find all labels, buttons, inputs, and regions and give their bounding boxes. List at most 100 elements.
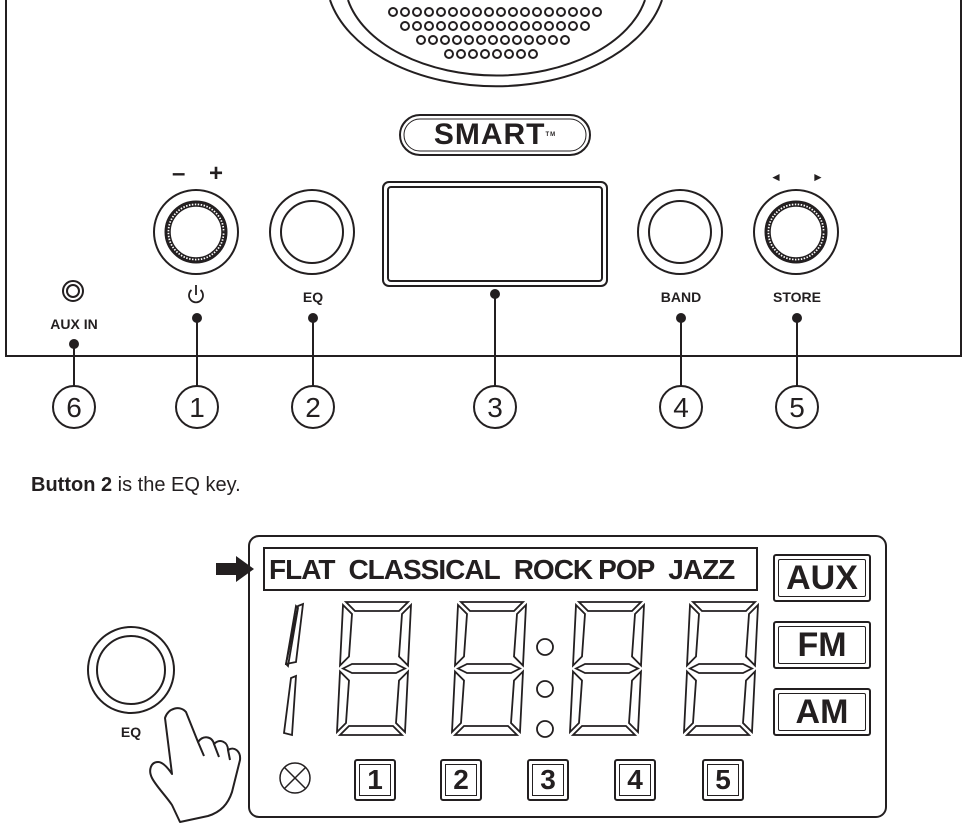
preset-1-box: 1	[354, 759, 396, 801]
grille-hole	[516, 49, 526, 59]
segment-lower-left	[568, 669, 583, 735]
grille-hole	[448, 7, 458, 17]
segment-middle	[573, 663, 641, 674]
pressing-hand-icon	[149, 707, 242, 823]
tuning-store-knob[interactable]	[753, 189, 839, 275]
segment-top	[690, 601, 758, 612]
segment-middle	[455, 663, 523, 674]
caption-rest: is the EQ key.	[112, 474, 241, 496]
brand-logo-frame	[399, 114, 591, 156]
grille-hole	[512, 35, 522, 45]
grille-hole	[532, 21, 542, 31]
segment-upper-right	[745, 602, 760, 668]
source-aux-label: AUX	[778, 559, 866, 597]
grille-hole	[388, 7, 398, 17]
grille-hole	[416, 35, 426, 45]
grille-hole	[476, 35, 486, 45]
segment-lower-right	[628, 669, 643, 735]
callout-5: 5	[789, 392, 805, 423]
segment-lower-left	[682, 669, 697, 735]
clock-colon	[536, 638, 554, 738]
grille-hole	[580, 21, 590, 31]
aux-in-jack[interactable]	[62, 280, 84, 302]
grille-hole	[532, 7, 542, 17]
grille-hole	[492, 49, 502, 59]
grille-hole	[472, 21, 482, 31]
tune-right-arrow-icon: ►	[812, 170, 824, 184]
callout-2: 2	[305, 392, 321, 423]
segment-bottom	[684, 725, 752, 736]
segment-leading-lower	[283, 674, 297, 737]
power-icon	[188, 285, 204, 304]
preset-2-box: 2	[440, 759, 482, 801]
grille-hole	[580, 7, 590, 17]
segment-bottom	[570, 725, 638, 736]
source-aux-box: AUX	[773, 554, 871, 602]
grille-hole	[468, 49, 478, 59]
speaker-front-panel	[5, 0, 962, 357]
callout-4: 4	[673, 392, 689, 423]
grille-hole	[428, 35, 438, 45]
grille-hole	[592, 7, 602, 17]
segment-upper-right	[398, 602, 413, 668]
source-fm-label: FM	[778, 626, 866, 664]
grille-hole	[560, 35, 570, 45]
grille-hole	[544, 21, 554, 31]
grille-hole	[520, 7, 530, 17]
lcd-detail-diagram	[87, 535, 887, 823]
eq-key-label: EQ	[120, 724, 142, 740]
brand-logo: SMARTTM	[433, 118, 557, 151]
grille-hole	[524, 35, 534, 45]
grille-hole	[556, 21, 566, 31]
caption-text: Button 2 is the EQ key.	[31, 474, 241, 497]
grille-hole	[536, 35, 546, 45]
eq-mode-classical: CLASSICAL	[348, 554, 500, 585]
segment-lower-left	[335, 669, 350, 735]
band-button[interactable]	[637, 189, 723, 275]
eq-key-button[interactable]	[87, 626, 175, 714]
grille-hole	[424, 7, 434, 17]
segment-lower-left	[450, 669, 465, 735]
segment-lower-right	[742, 669, 757, 735]
segment-lower-right	[395, 669, 410, 735]
segment-leading-upper-edge	[285, 604, 299, 668]
grille-hole	[412, 7, 422, 17]
eq-mode-box	[263, 547, 758, 591]
grille-hole	[472, 7, 482, 17]
segment-middle	[340, 663, 408, 674]
segment-top	[576, 601, 644, 612]
grille-hole	[400, 7, 410, 17]
lcd-frame	[248, 535, 887, 818]
grille-hole	[548, 35, 558, 45]
segment-upper-left	[685, 602, 700, 668]
eq-button[interactable]	[269, 189, 355, 275]
grille-hole	[500, 35, 510, 45]
band-label: BAND	[660, 289, 702, 305]
grille-hole	[484, 21, 494, 31]
grille-hole	[400, 21, 410, 31]
segment-top	[458, 601, 526, 612]
callout-3: 3	[487, 392, 503, 423]
grille-hole	[484, 7, 494, 17]
volume-minus-label: –	[172, 160, 186, 187]
segment-upper-left	[453, 602, 468, 668]
grille-hole	[444, 49, 454, 59]
segment-bottom	[452, 725, 520, 736]
segment-top	[343, 601, 411, 612]
eq-label: EQ	[302, 289, 324, 305]
preset-3-label: 3	[532, 764, 564, 796]
source-fm-box: FM	[773, 621, 871, 669]
speaker-diagram	[5, 0, 962, 429]
speaker-grille	[329, 0, 663, 88]
volume-power-knob[interactable]	[153, 189, 239, 275]
grille-hole	[508, 21, 518, 31]
segment-upper-right	[513, 602, 528, 668]
grille-hole	[440, 35, 450, 45]
eq-mode-flat: FLAT	[269, 554, 335, 585]
grille-hole	[488, 35, 498, 45]
grille-hole	[480, 49, 490, 59]
caption-bold: Button 2	[31, 474, 113, 496]
segment-lower-right	[510, 669, 525, 735]
callout-1: 1	[189, 392, 205, 423]
